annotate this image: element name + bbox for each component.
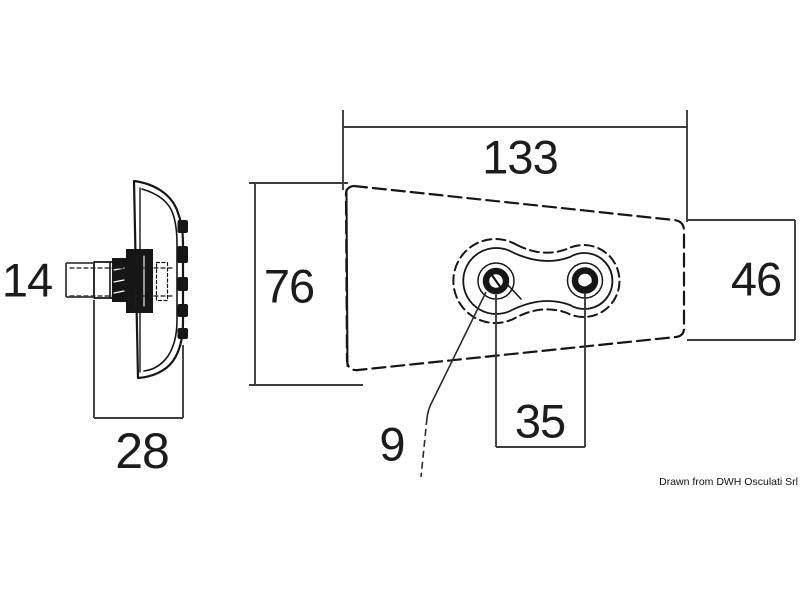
dim-28-depth xyxy=(93,300,184,419)
dim-76-left-height xyxy=(249,182,363,386)
side-view xyxy=(69,179,188,380)
dogbone-recess xyxy=(452,238,621,324)
dim-label-hole-diameter: 9 xyxy=(379,417,405,471)
hidden-lines xyxy=(69,261,175,302)
credit-text: Drawn from DWH Osculati Srl xyxy=(659,476,798,488)
dim-label-left-height: 76 xyxy=(263,259,315,313)
stud xyxy=(93,249,153,313)
clip-teeth xyxy=(177,220,188,339)
dim-label-right-height: 46 xyxy=(730,252,782,306)
dim-label-length: 133 xyxy=(482,130,558,184)
dim-9-hole-leader xyxy=(420,291,487,478)
dim-46-right-height xyxy=(687,219,796,341)
trapezoid-outline xyxy=(344,184,686,372)
dimension-lines xyxy=(65,110,796,478)
dim-label-hole-spacing: 35 xyxy=(514,394,566,448)
dim-14-stud-diameter xyxy=(65,262,94,298)
body-profile xyxy=(132,179,185,380)
dim-133-length xyxy=(342,110,688,222)
front-view xyxy=(344,184,686,372)
dim-label-stud-diameter: 14 xyxy=(1,253,53,307)
trapezoid-left-edge xyxy=(345,189,349,367)
dim-35-hole-spacing xyxy=(495,293,586,448)
dim-label-depth: 28 xyxy=(115,423,170,479)
